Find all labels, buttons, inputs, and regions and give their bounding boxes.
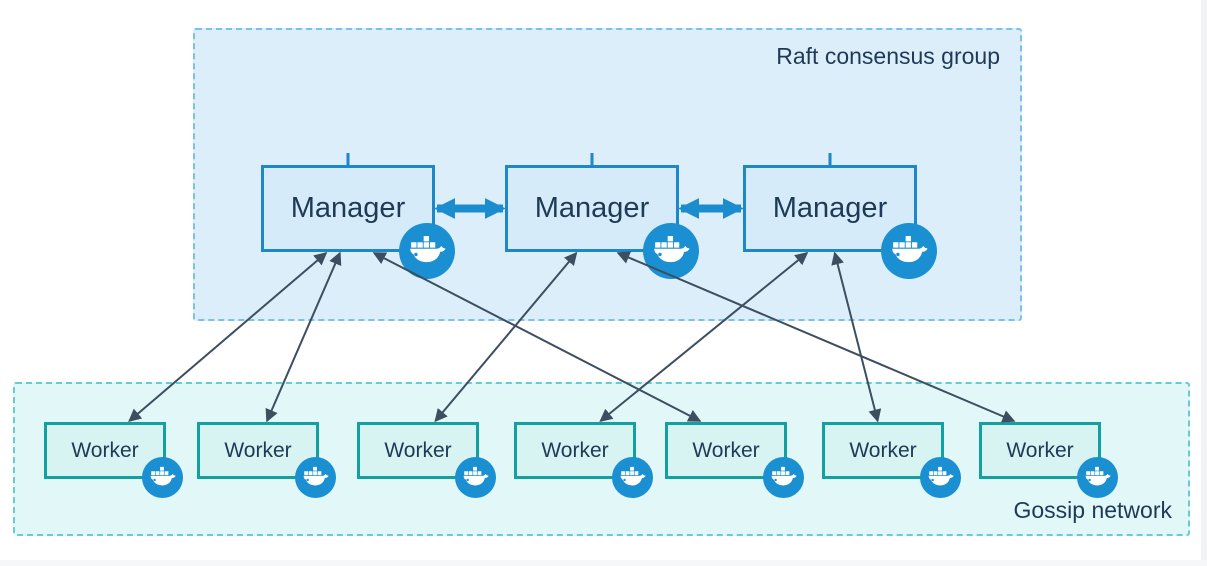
raft-group-label: Raft consensus group bbox=[776, 43, 1000, 69]
manager-label: Manager bbox=[290, 192, 406, 224]
worker-node: Worker bbox=[514, 422, 653, 498]
docker-whale-icon bbox=[920, 457, 961, 498]
worker-label: Worker bbox=[71, 438, 139, 462]
docker-whale-icon bbox=[295, 457, 336, 498]
manager-node: Manager bbox=[505, 165, 699, 279]
docker-whale-icon bbox=[643, 223, 699, 279]
manager-label: Manager bbox=[534, 192, 650, 224]
docker-whale-icon bbox=[455, 457, 496, 498]
docker-whale-icon bbox=[399, 223, 455, 279]
worker-node: Worker bbox=[665, 422, 804, 498]
worker-label: Worker bbox=[1006, 438, 1074, 462]
worker-label: Worker bbox=[541, 438, 609, 462]
docker-whale-icon bbox=[1077, 457, 1118, 498]
window-edge bbox=[1201, 0, 1207, 566]
window-edge bbox=[0, 560, 1207, 566]
gossip-network-label: Gossip network bbox=[1013, 497, 1172, 523]
worker-node: Worker bbox=[44, 422, 183, 498]
worker-node: Worker bbox=[197, 422, 336, 498]
worker-label: Worker bbox=[384, 438, 452, 462]
docker-whale-icon bbox=[612, 457, 653, 498]
manager-node: Manager bbox=[743, 165, 937, 279]
worker-node: Worker bbox=[357, 422, 496, 498]
worker-label: Worker bbox=[692, 438, 760, 462]
worker-node: Worker bbox=[979, 422, 1118, 498]
docker-whale-icon bbox=[763, 457, 804, 498]
manager-node: Manager bbox=[261, 165, 455, 279]
docker-whale-icon bbox=[142, 457, 183, 498]
docker-whale-icon bbox=[881, 223, 937, 279]
manager-label: Manager bbox=[772, 192, 888, 224]
worker-label: Worker bbox=[224, 438, 292, 462]
worker-label: Worker bbox=[849, 438, 917, 462]
worker-node: Worker bbox=[822, 422, 961, 498]
